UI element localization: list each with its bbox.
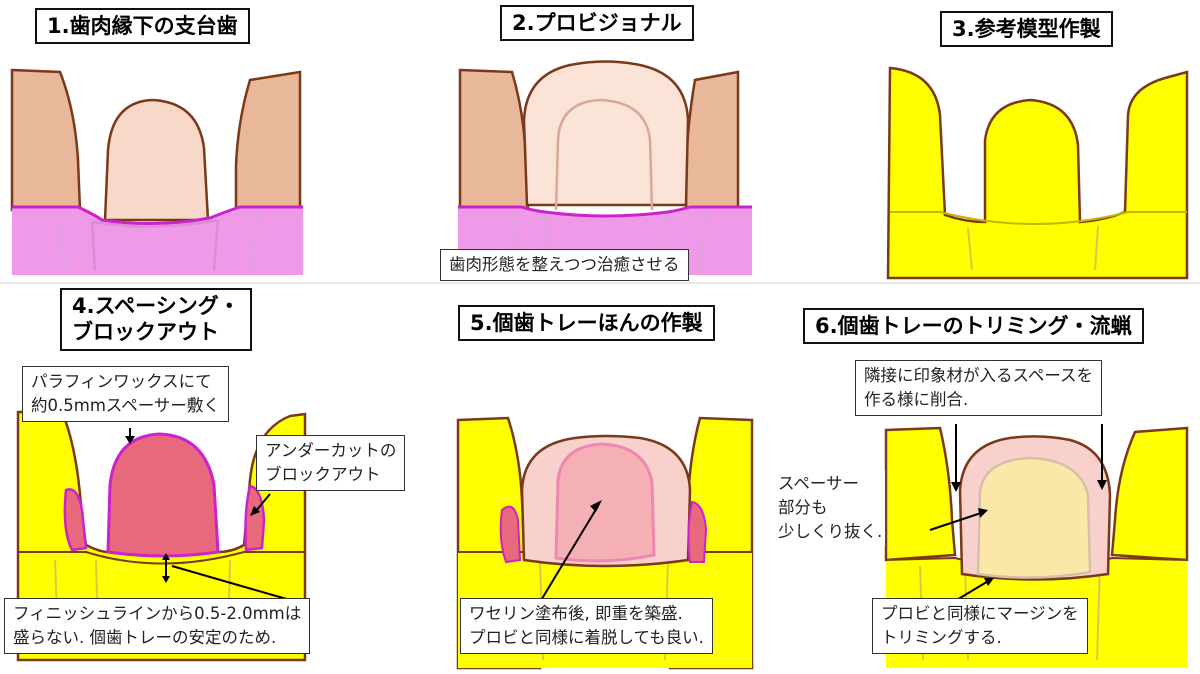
stone-model [884, 426, 957, 562]
finish-line-note: フィニッシュラインから0.5-2.0mmは 盛らない. 個歯トレーの安定のため. [4, 598, 311, 654]
adjacent-tooth-right [684, 70, 740, 212]
tray-build-note: ワセリン塗布後, 即重を築盛. プロビと同様に着脱しても良い. [460, 598, 713, 654]
note-line: フィニッシュラインから0.5-2.0mmは [13, 604, 302, 623]
note-line: 盛らない. 個歯トレーの安定のため. [13, 627, 277, 647]
note-line: スペーサー [778, 474, 860, 493]
title-line: ブロックアウト [72, 320, 219, 345]
undercut-blockout-left [63, 488, 88, 552]
undercut-blockout-note: アンダーカットの ブロックアウト [256, 435, 406, 491]
gingival-margin-line [12, 205, 303, 226]
spacer-wax [106, 432, 220, 558]
pointer-arrow [539, 505, 599, 603]
stone-model [1110, 426, 1189, 562]
note-line: プロビと同様にマージンを [881, 604, 1079, 623]
margin-trim-note: プロビと同様にマージンを トリミングする. [872, 598, 1088, 654]
adjacent-tooth-right [234, 70, 302, 212]
note-line: トリミングする. [881, 627, 1002, 647]
interproximal-space-note: 隣接に印象材が入るスペースを 作る様に削合. [855, 360, 1103, 416]
gingiva [12, 207, 303, 275]
pointer-arrow [171, 565, 291, 601]
abutment-inside [976, 456, 1092, 579]
note-line: 作る様に削合. [864, 389, 969, 409]
panel-1-illustration [10, 68, 303, 275]
spacer-layer [554, 442, 656, 563]
panel-2-note: 歯肉形態を整えつつ治癒させる [440, 249, 689, 281]
pointer-arrow [254, 493, 271, 513]
panel-2-title: 2.プロビジョナル [500, 5, 694, 42]
panel-3-illustration [886, 66, 1189, 280]
note-line: プロビと同様に着脱しても良い. [469, 627, 704, 647]
note-line: 隣接に印象材が入るスペースを [864, 366, 1094, 385]
panel-3-title: 3.参考模型作製 [940, 11, 1113, 48]
panel-6-title: 6.個歯トレーのトリミング・流蝋 [803, 308, 1144, 345]
abutment-in-crown [554, 98, 654, 211]
panel-1-title: 1.歯肉縁下の支台歯 [35, 8, 250, 45]
note-line: パラフィンワックスにて [31, 372, 212, 391]
pointer-arrow [929, 511, 985, 531]
root-outline [90, 218, 220, 271]
spacer-cutout-note: スペーサー 部分も 少しくり抜く. [775, 470, 886, 546]
adjacent-tooth-left [10, 68, 82, 212]
stone-model [886, 66, 1189, 280]
panel-4-title: 4.スペーシング・ ブロックアウト [60, 288, 252, 351]
panel-2-illustration [458, 60, 752, 275]
note-line: ブロックアウト [265, 464, 381, 484]
note-line: 約0.5mmスペーサー敷く [31, 395, 220, 415]
provisional-crown [522, 60, 690, 207]
note-line: 部分も [778, 497, 828, 517]
note-line: 少しくり抜く. [778, 521, 883, 541]
adjacent-tooth-left [458, 68, 530, 212]
gingival-margin-line [458, 205, 752, 218]
abutment-tooth [103, 98, 210, 222]
title-line: 4.スペーシング・ [72, 294, 240, 318]
note-line: アンダーカットの [265, 441, 397, 460]
paraffin-spacer-note: パラフィンワックスにて 約0.5mmスペーサー敷く [22, 366, 229, 422]
undercut-blockout-right [244, 484, 266, 552]
panel-5-title: 5.個歯トレーほんの作製 [458, 305, 715, 342]
note-line: ワセリン塗布後, 即重を築盛. [469, 604, 683, 623]
